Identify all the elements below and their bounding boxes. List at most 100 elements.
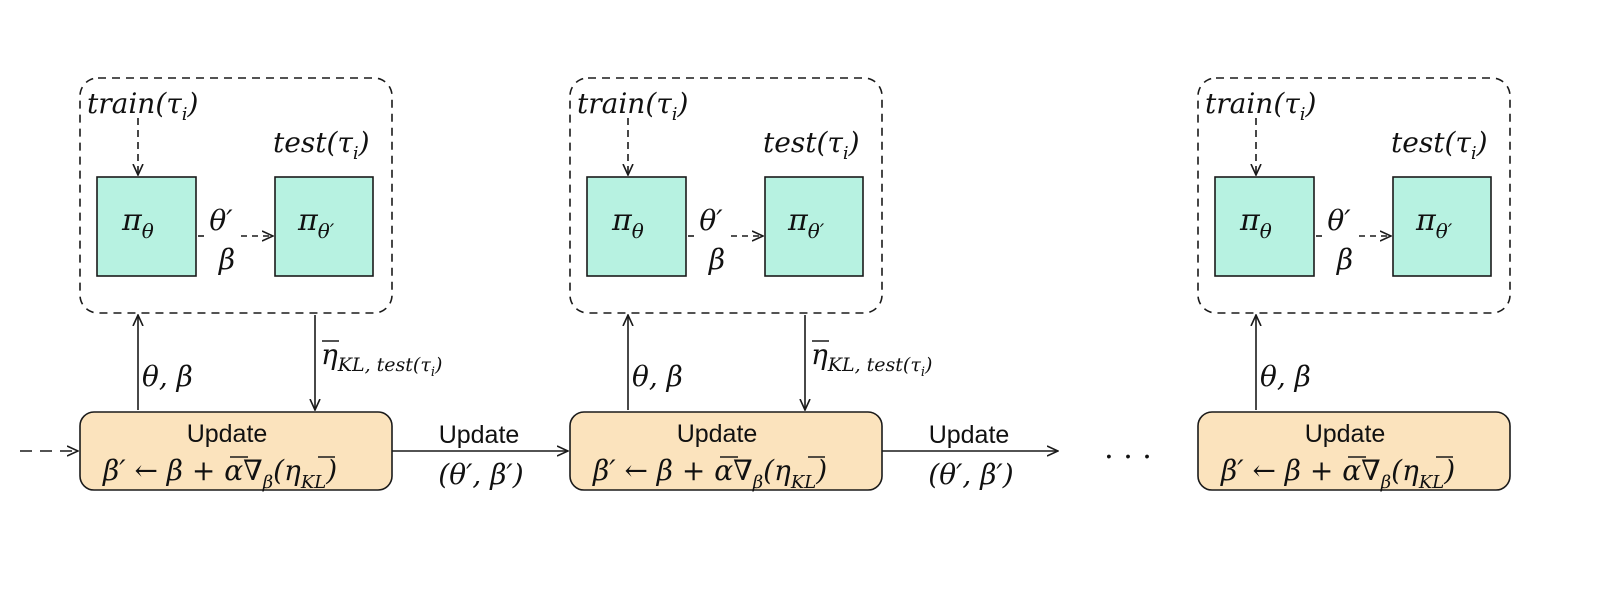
formula-kl-subscript: KL xyxy=(790,472,816,493)
pi-subscript: θ′ xyxy=(1436,219,1453,243)
train-close: ) xyxy=(187,87,199,120)
transition-title-2: Update xyxy=(929,421,1010,449)
policy-theta-prime-label: πθ′ xyxy=(297,203,335,243)
formula-grad-subscript: β xyxy=(1380,472,1391,493)
pi-symbol: π xyxy=(297,203,319,238)
transition-params-text: (θ′, β′) xyxy=(928,458,1013,491)
test-close: ) xyxy=(358,126,370,159)
policy-theta-box xyxy=(1214,176,1315,277)
policy-theta-prime-box xyxy=(1392,176,1492,277)
train-text: train(τ xyxy=(87,87,182,120)
update-formula: β′ ← β + α∇β(ηKL) xyxy=(102,454,337,493)
kl-down-label: ηKL, test(τi) xyxy=(321,338,442,380)
test-text: test(τ xyxy=(1391,126,1471,159)
formula-tail: (η xyxy=(273,454,301,487)
policy-theta-label: πθ xyxy=(1239,203,1272,243)
transition-params-2: (θ′, β′) xyxy=(928,458,1013,491)
formula-tail: (η xyxy=(1391,454,1419,487)
pi-symbol: π xyxy=(611,203,633,238)
formula-close: ) xyxy=(1443,454,1455,487)
kl-subscript-i: i xyxy=(921,365,925,380)
update-title: Update xyxy=(677,420,758,448)
policy-theta-box xyxy=(586,176,687,277)
pi-subscript: θ′ xyxy=(318,219,335,243)
policy-theta-prime-label: πθ′ xyxy=(787,203,825,243)
test-subscript: i xyxy=(353,143,359,164)
edge-top-label: θ′ xyxy=(1327,204,1351,237)
test-text: test(τ xyxy=(273,126,353,159)
edge-top-text: θ′ xyxy=(209,204,233,237)
test-label: test(τi) xyxy=(763,126,860,164)
formula-close: ) xyxy=(325,454,337,487)
edge-top-text: θ′ xyxy=(1327,204,1351,237)
train-subscript: i xyxy=(182,104,188,125)
train-close: ) xyxy=(677,87,689,120)
test-text: test(τ xyxy=(763,126,843,159)
train-text: train(τ xyxy=(1205,87,1300,120)
pi-subscript: θ′ xyxy=(808,219,825,243)
edge-bottom-text: β xyxy=(218,243,235,276)
params-up-text: θ, β xyxy=(632,360,683,393)
params-up-label: θ, β xyxy=(142,360,193,393)
kl-down-label: ηKL, test(τi) xyxy=(811,338,932,380)
formula-main: β′ ← β + α∇ xyxy=(592,454,753,487)
pi-subscript: θ xyxy=(1260,219,1272,243)
formula-close: ) xyxy=(815,454,827,487)
test-subscript: i xyxy=(1471,143,1477,164)
edge-bottom-label: β xyxy=(708,243,725,276)
edge-bottom-label: β xyxy=(218,243,235,276)
policy-theta-prime-label: πθ′ xyxy=(1415,203,1453,243)
formula-grad-subscript: β xyxy=(752,472,763,493)
edge-top-label: θ′ xyxy=(209,204,233,237)
update-title: Update xyxy=(1305,420,1386,448)
update-formula: β′ ← β + α∇β(ηKL) xyxy=(592,454,827,493)
params-up-text: θ, β xyxy=(1260,360,1311,393)
kl-subscript-close: ) xyxy=(924,354,932,376)
update-title: Update xyxy=(187,420,268,448)
policy-theta-box xyxy=(96,176,197,277)
pi-symbol: π xyxy=(787,203,809,238)
train-close: ) xyxy=(1305,87,1317,120)
test-label: test(τi) xyxy=(273,126,370,164)
train-text: train(τ xyxy=(577,87,672,120)
formula-tail: (η xyxy=(763,454,791,487)
test-close: ) xyxy=(1476,126,1488,159)
policy-theta-prime-box xyxy=(274,176,374,277)
params-up-text: θ, β xyxy=(142,360,193,393)
formula-kl-subscript: KL xyxy=(300,472,326,493)
update-formula: β′ ← β + α∇β(ηKL) xyxy=(1220,454,1455,493)
edge-bottom-text: β xyxy=(708,243,725,276)
kl-subscript: KL, test(τ xyxy=(827,354,922,376)
pi-subscript: θ xyxy=(142,219,154,243)
formula-kl-subscript: KL xyxy=(1418,472,1444,493)
kl-subscript-close: ) xyxy=(434,354,442,376)
ellipsis: . . . xyxy=(1104,431,1152,466)
train-subscript: i xyxy=(1300,104,1306,125)
eta-symbol: η xyxy=(321,338,338,371)
policy-theta-label: πθ xyxy=(611,203,644,243)
pi-symbol: π xyxy=(121,203,143,238)
params-up-label: θ, β xyxy=(632,360,683,393)
test-label: test(τi) xyxy=(1391,126,1488,164)
formula-main: β′ ← β + α∇ xyxy=(1220,454,1381,487)
transition-params-1: (θ′, β′) xyxy=(438,458,523,491)
formula-main: β′ ← β + α∇ xyxy=(102,454,263,487)
formula-grad-subscript: β xyxy=(262,472,273,493)
update-box xyxy=(1197,411,1511,491)
transition-params-text: (θ′, β′) xyxy=(438,458,523,491)
test-close: ) xyxy=(848,126,860,159)
edge-bottom-text: β xyxy=(1336,243,1353,276)
policy-theta-label: πθ xyxy=(121,203,154,243)
edge-bottom-label: β xyxy=(1336,243,1353,276)
eta-symbol: η xyxy=(811,338,828,371)
train-label: train(τi) xyxy=(87,87,198,125)
kl-subscript: KL, test(τ xyxy=(337,354,432,376)
kl-subscript-i: i xyxy=(431,365,435,380)
edge-top-text: θ′ xyxy=(699,204,723,237)
policy-theta-prime-box xyxy=(764,176,864,277)
test-subscript: i xyxy=(843,143,849,164)
